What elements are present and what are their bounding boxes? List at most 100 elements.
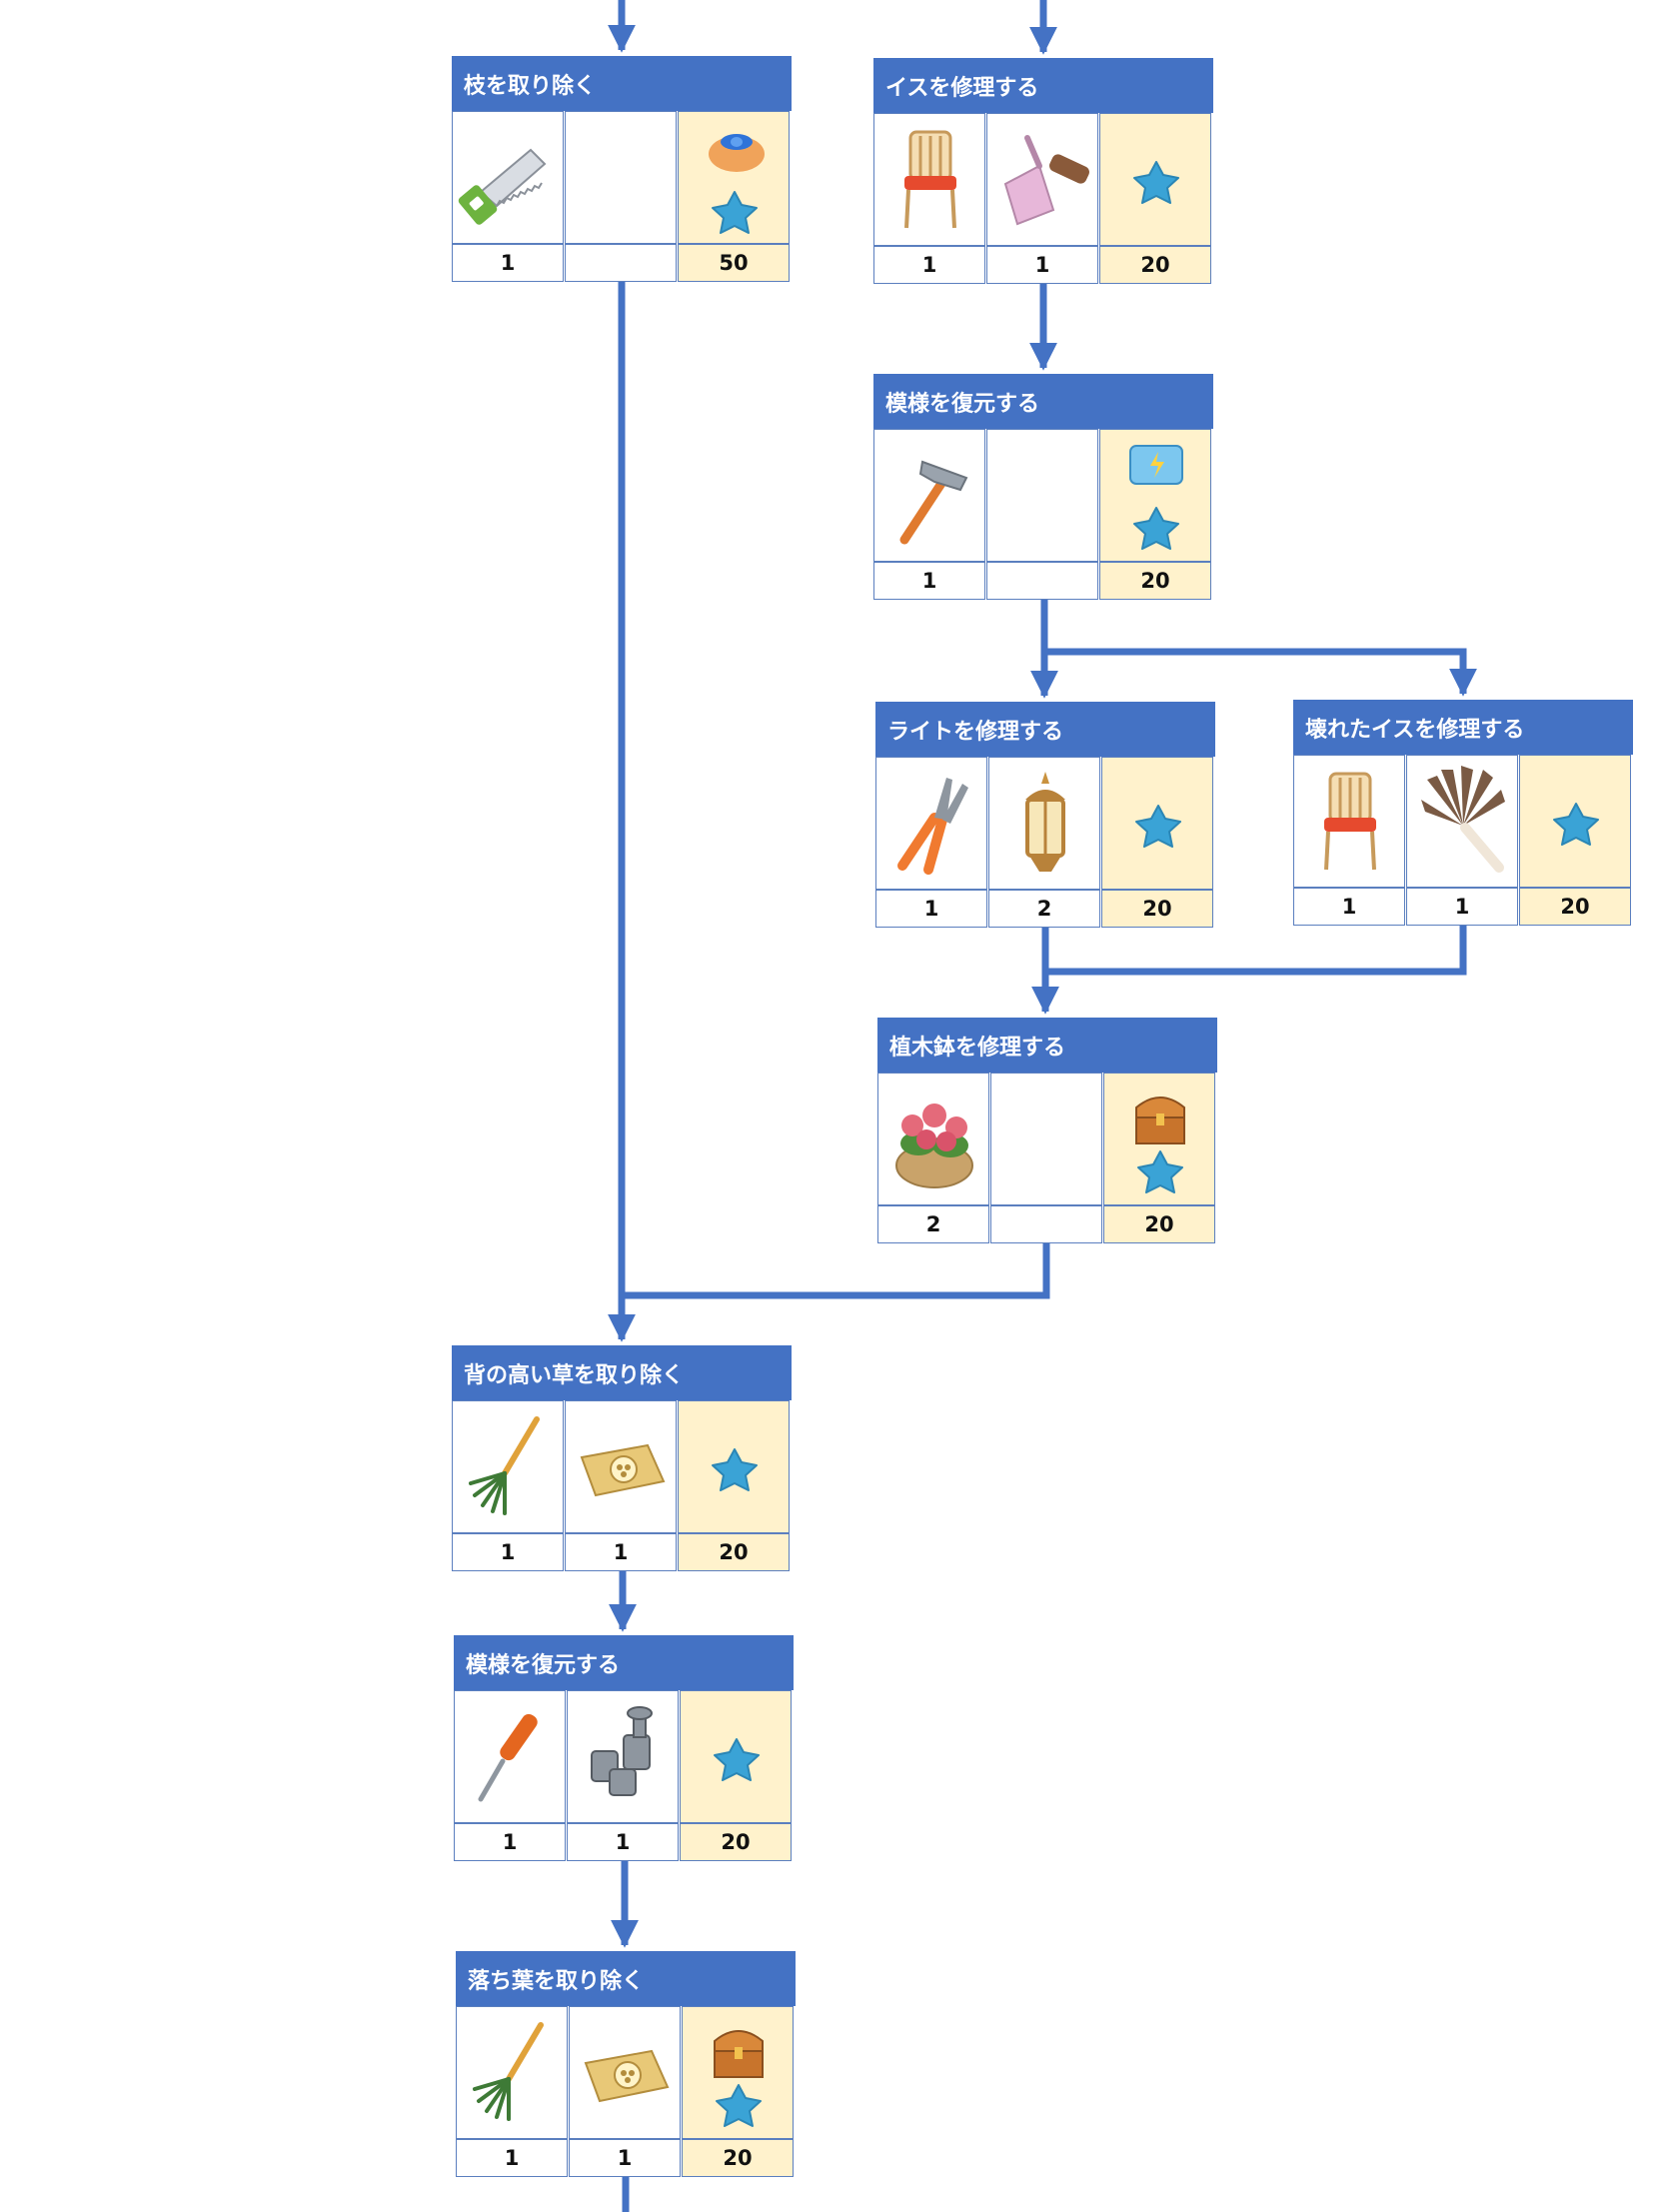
star-icon (1133, 507, 1179, 550)
task-title: 壊れたイスを修理する (1293, 700, 1633, 755)
reward-qty: 20 (678, 1533, 790, 1571)
reward-qty: 20 (1099, 246, 1211, 284)
sack-icon (584, 2049, 670, 2103)
reward-slot (1103, 1073, 1215, 1205)
line-task-6-to-7 (622, 1243, 1050, 1299)
item-slot-1 (873, 429, 985, 562)
star-icon (1135, 805, 1181, 848)
reward-icons (1133, 161, 1179, 204)
star-icon (1137, 1150, 1183, 1193)
task-title: 模様を復元する (454, 1635, 794, 1690)
reward-icons (1553, 803, 1599, 846)
item-slot-2 (567, 1690, 679, 1823)
task-title: 模様を復元する (873, 374, 1213, 429)
reward-qty: 20 (1103, 1205, 1215, 1243)
reward-slot (1101, 757, 1213, 890)
task-card: 模様を復元する 1 20 (873, 374, 1213, 600)
item-1-qty: 1 (452, 1533, 564, 1571)
item-slot-2 (990, 1073, 1102, 1205)
task-card: 模様を復元する 1 1 20 (454, 1635, 794, 1861)
task-card: 枝を取り除く 1 50 (452, 56, 792, 282)
reward-icons (714, 1738, 760, 1781)
energy-box-icon (1129, 445, 1183, 485)
task-card: 植木鉢を修理する 2 (877, 1018, 1217, 1243)
item-slot-1 (454, 1690, 566, 1823)
task-card: 落ち葉を取り除く (456, 1951, 796, 2177)
item-slot-2 (565, 111, 677, 244)
reward-qty: 20 (1101, 890, 1213, 928)
lantern-icon (1025, 772, 1065, 872)
item-slot-1 (875, 757, 987, 890)
item-slot-1 (452, 1400, 564, 1533)
task-title: ライトを修理する (875, 702, 1215, 757)
task-card: イスを修理する 1 1 20 (873, 58, 1213, 284)
item-slot-2 (1406, 755, 1518, 888)
hammer-icon (899, 460, 968, 545)
rake-icon (469, 1416, 540, 1515)
reward-icons (1135, 805, 1181, 848)
item-1-qty: 1 (1293, 888, 1405, 926)
star-icon (714, 1738, 760, 1781)
reward-qty: 20 (1099, 562, 1211, 600)
item-slot-2 (988, 757, 1100, 890)
task-title: イスを修理する (873, 58, 1213, 113)
reward-slot (682, 2006, 794, 2139)
bolts-icon (591, 1706, 653, 1796)
item-2-qty (565, 244, 677, 282)
item-1-qty: 2 (877, 1205, 989, 1243)
reward-slot (680, 1690, 792, 1823)
item-slot-1 (452, 111, 564, 244)
saw-icon (458, 148, 547, 225)
item-1-qty: 1 (456, 2139, 568, 2177)
reward-qty: 20 (682, 2139, 794, 2177)
reward-icons (714, 2030, 764, 2127)
chair-icon (904, 130, 956, 229)
item-slot-1 (873, 113, 985, 246)
item-1-qty: 1 (873, 562, 985, 600)
reward-slot (678, 1400, 790, 1533)
item-slot-2 (986, 113, 1098, 246)
item-2-qty (990, 1205, 1102, 1243)
star-icon (712, 1448, 758, 1491)
task-title: 背の高い草を取り除く (452, 1345, 792, 1400)
item-slot-2 (565, 1400, 677, 1533)
flower-pot-icon (895, 1104, 973, 1188)
item-1-qty: 1 (873, 246, 985, 284)
task-card: ライトを修理する 1 2 20 (875, 702, 1215, 928)
task-title: 落ち葉を取り除く (456, 1951, 796, 2006)
item-2-qty (986, 562, 1098, 600)
reward-slot (1099, 113, 1211, 246)
task-title: 枝を取り除く (452, 56, 792, 111)
item-2-qty: 1 (567, 1823, 679, 1861)
star-icon (712, 191, 758, 234)
reward-slot (1099, 429, 1211, 562)
dustpan-icon (1003, 135, 1089, 226)
screwdriver-icon (478, 1713, 538, 1802)
bag-icon (709, 134, 765, 172)
reward-icons (709, 134, 765, 234)
task-card: 壊れたイスを修理する (1293, 700, 1633, 926)
reward-qty: 50 (678, 244, 790, 282)
item-1-qty: 1 (452, 244, 564, 282)
star-icon (1553, 803, 1599, 846)
reward-qty: 20 (680, 1823, 792, 1861)
item-slot-2 (986, 429, 1098, 562)
line-task-5-to-6 (1045, 922, 1467, 976)
star-icon (716, 2084, 762, 2127)
item-2-qty: 1 (986, 246, 1098, 284)
task-card: 背の高い草を取り除く (452, 1345, 792, 1571)
item-2-qty: 1 (1406, 888, 1518, 926)
sack-icon (580, 1443, 666, 1497)
item-2-qty: 1 (569, 2139, 681, 2177)
item-1-qty: 1 (454, 1823, 566, 1861)
task-title: 植木鉢を修理する (877, 1018, 1217, 1073)
reward-qty: 20 (1519, 888, 1631, 926)
chair-icon (1324, 772, 1376, 871)
treasure-chest-icon (714, 2030, 764, 2078)
item-slot-1 (456, 2006, 568, 2139)
arrow-task-3-to-5 (1044, 648, 1477, 697)
item-slot-2 (569, 2006, 681, 2139)
treasure-chest-icon (1135, 1097, 1185, 1144)
